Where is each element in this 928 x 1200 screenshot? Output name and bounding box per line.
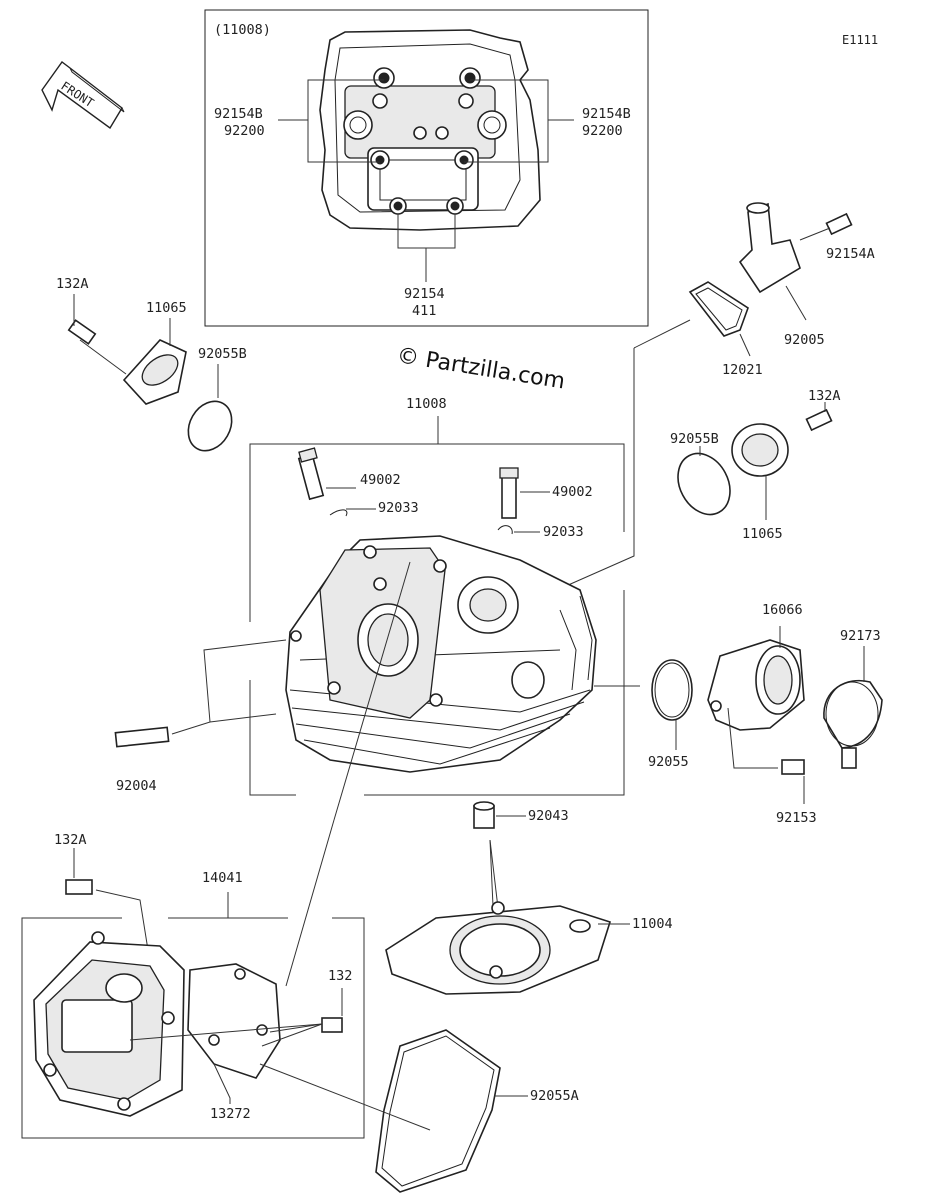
label-49002-left: 49002: [360, 472, 401, 488]
watermark-text: © Partzilla.com: [395, 343, 567, 394]
inset-label-right-bottom: 92200: [582, 123, 623, 139]
label-92055: 92055: [648, 754, 689, 770]
inset-ref-label: (11008): [214, 22, 271, 38]
inset-label-left-top: 92154B: [214, 106, 263, 122]
label-12021: 12021: [722, 362, 763, 378]
label-14041: 14041: [202, 870, 243, 886]
label-92005: 92005: [784, 332, 825, 348]
label-49002-right: 49002: [552, 484, 593, 500]
cover-gasket-92055a: 92055A: [259, 1029, 579, 1193]
label-132a-left: 132A: [56, 276, 89, 292]
label-11004: 11004: [632, 916, 673, 932]
label-11065-right: 11065: [742, 526, 783, 542]
label-16066: 16066: [762, 602, 803, 618]
valve-cap-right: 132A 92055B 11065: [670, 388, 841, 542]
gasket-group: 92043 11004: [385, 801, 673, 995]
cylinder-head-assembly: 11008 49002 92033 49002 92033: [114, 396, 640, 796]
label-92173: 92173: [840, 628, 881, 644]
inset-label-bottom-bottom: 411: [412, 303, 436, 319]
label-132a-bottom: 132A: [54, 832, 87, 848]
label-92153: 92153: [776, 810, 817, 826]
label-92033-right: 92033: [543, 524, 584, 540]
intake-group: 92055 16066 92173 92153: [648, 602, 883, 826]
inset-label-right-top: 92154B: [582, 106, 631, 122]
water-outlet-group: 92154A 92005 12021: [565, 202, 875, 587]
label-132a-right: 132A: [808, 388, 841, 404]
front-arrow-icon: FRONT: [41, 61, 125, 130]
label-13272: 13272: [210, 1106, 251, 1122]
inset-label-left-bottom: 92200: [224, 123, 265, 139]
cylinder-head-cover-group: 132A 14041 13272 132: [21, 561, 411, 1139]
figure-code: E1111: [842, 33, 878, 47]
label-92004: 92004: [116, 778, 157, 794]
label-92033-left: 92033: [378, 500, 419, 516]
label-92055b-right: 92055B: [670, 431, 719, 447]
label-92043: 92043: [528, 808, 569, 824]
label-132: 132: [328, 968, 352, 984]
label-92055a: 92055A: [530, 1088, 579, 1104]
inset-top-view: (11008) 92154B 92200 92154B 92200 92154 …: [204, 9, 649, 327]
inset-label-bottom-top: 92154: [404, 286, 445, 302]
valve-cap-left: 132A 11065 92055B: [56, 276, 247, 452]
label-92154a: 92154A: [826, 246, 875, 262]
label-11065-left: 11065: [146, 300, 187, 316]
label-11008: 11008: [406, 396, 447, 412]
label-92055b-left: 92055B: [198, 346, 247, 362]
